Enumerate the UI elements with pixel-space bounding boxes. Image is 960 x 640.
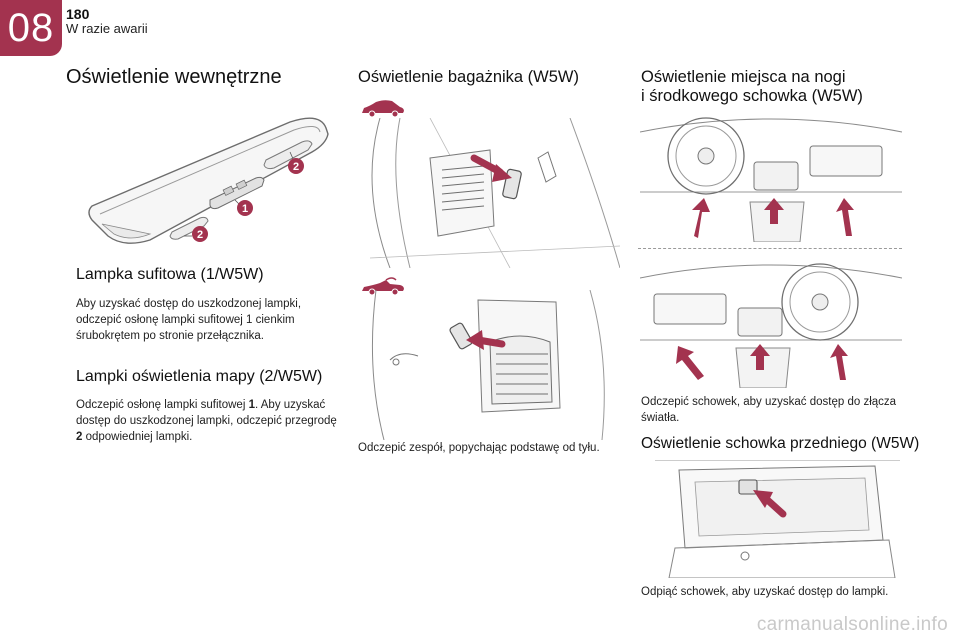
ceiling-lamp-text: Aby uzyskać dostęp do uszkodzonej lampki…: [76, 298, 302, 342]
callout-2-icon: [288, 158, 304, 174]
chapter-tab: 08: [0, 0, 62, 56]
interior-lighting-heading: Oświetlenie wewnętrzne: [66, 66, 282, 88]
boot-light-illustration-convertible: [371, 290, 605, 440]
section-title: W razie awarii: [66, 21, 148, 36]
callout-2-icon: [192, 226, 208, 242]
glovebox-lighting-caption: Odpiąć schowek, aby uzyskać dostęp do la…: [641, 586, 889, 598]
dashboard-illustration-lhd: [640, 117, 902, 242]
ceiling-lamp-illustration: 1 2 2: [88, 117, 329, 244]
ceiling-lamp-heading: Lampka sufitowa (1/W5W): [76, 266, 264, 283]
boot-lighting-heading: Oświetlenie bagażnika (W5W): [358, 68, 579, 86]
footwell-lighting-caption: Odczepić schowek, aby uzyskać dostęp do …: [641, 396, 897, 424]
hatchback-icon: [362, 100, 404, 118]
callout-2-label: 2: [197, 229, 203, 241]
page-number: 180: [66, 6, 90, 22]
callout-1-label: 1: [242, 203, 248, 215]
footwell-lighting-heading: Oświetlenie miejsca na nogi i środkowego…: [641, 68, 863, 105]
dashed-divider: [638, 248, 902, 249]
map-lamps-heading: Lampki oświetlenia mapy (2/W5W): [76, 368, 323, 385]
callout-1-icon: [237, 200, 253, 216]
boot-lighting-caption: Odczepić zespół, popychając podstawę od …: [358, 442, 600, 454]
watermark: carmanualsonline.info: [756, 614, 948, 635]
map-lamps-text: Odczepić osłonę lampki sufitowej 1. Aby …: [76, 399, 337, 443]
boot-light-illustration-hatchback: [370, 118, 620, 268]
glovebox-illustration: [655, 460, 900, 578]
convertible-icon: [362, 277, 404, 296]
dashboard-illustration-rhd: [640, 263, 902, 388]
callout-2-label: 2: [293, 161, 299, 173]
glovebox-lighting-heading: Oświetlenie schowka przedniego (W5W): [641, 435, 920, 452]
